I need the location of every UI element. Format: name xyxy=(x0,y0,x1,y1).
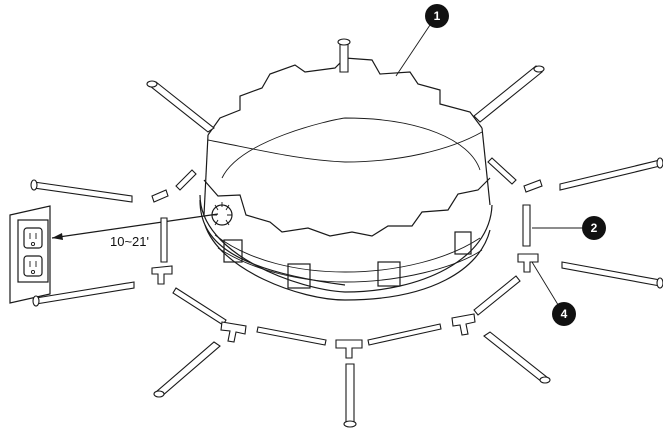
callout-4-label: 4 xyxy=(561,307,568,321)
frame-tubes xyxy=(151,157,543,346)
callout-4: 4 xyxy=(552,302,576,326)
callout-2-label: 2 xyxy=(591,221,598,235)
callout-leaders xyxy=(395,21,582,309)
callout-2: 2 xyxy=(582,216,606,240)
t-connectors xyxy=(151,253,539,359)
stake-right-upper xyxy=(559,157,663,191)
stake-bottom-right xyxy=(483,331,551,384)
stake-top xyxy=(337,38,351,73)
stake-right-lower xyxy=(561,261,663,289)
stake-top-right xyxy=(473,65,545,123)
stake-bottom xyxy=(343,363,357,428)
inflatable-ring xyxy=(199,194,493,301)
callout-1-label: 1 xyxy=(434,9,441,23)
distance-arrow xyxy=(51,213,219,240)
stake-bottom-left xyxy=(153,341,221,398)
stake-left-upper xyxy=(30,179,133,203)
power-outlet-icon xyxy=(9,205,51,304)
distance-label: 10~21' xyxy=(110,234,149,249)
stake-left-lower xyxy=(32,281,135,307)
enclosure-wall xyxy=(203,57,491,237)
stakes xyxy=(30,38,663,428)
stake-top-left xyxy=(146,80,215,133)
callout-1: 1 xyxy=(425,4,449,28)
pump-valve xyxy=(211,202,233,226)
